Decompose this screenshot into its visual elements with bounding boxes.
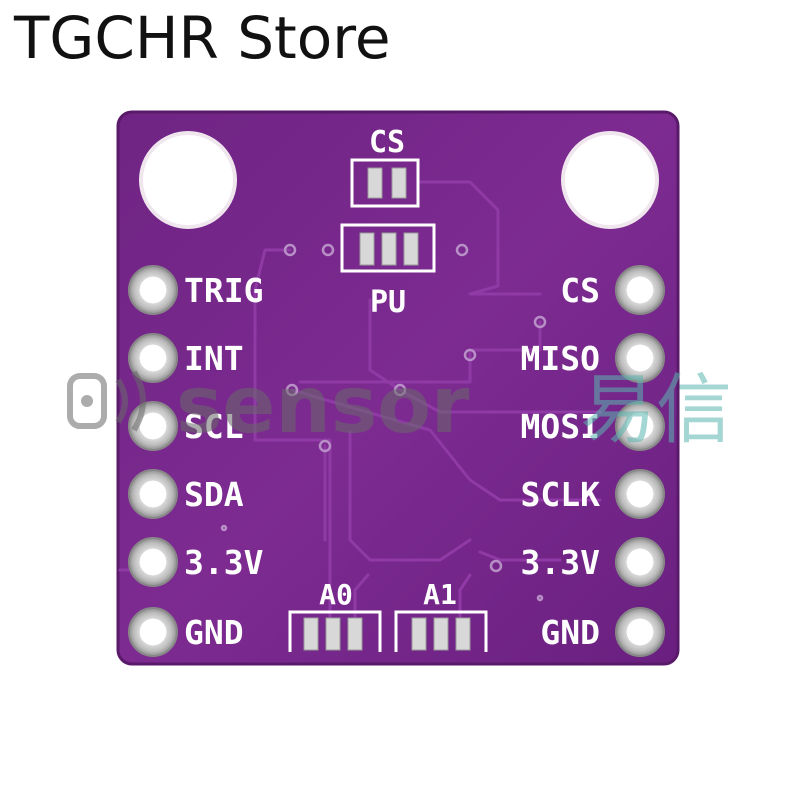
right-pin-label-0: CS	[560, 271, 600, 310]
left-pin-1	[128, 333, 178, 383]
mounting-hole-right	[561, 131, 659, 229]
store-title: TGCHR Store	[14, 4, 391, 72]
cs-jumper-pads	[350, 158, 420, 208]
pu-jumper-pads	[340, 223, 436, 273]
right-pin-label-2: MOSI	[521, 407, 600, 446]
a0-jumper-pads	[288, 610, 382, 652]
right-pin-label-1: MISO	[521, 339, 600, 378]
mounting-hole-left	[139, 131, 237, 229]
a1-jumper-label: A1	[423, 578, 457, 611]
right-pin-0	[615, 265, 665, 315]
right-pin-label-4: 3.3V	[521, 543, 600, 582]
right-pin-label-5: GND	[540, 613, 600, 652]
left-pin-label-2: SCL	[184, 407, 244, 446]
left-pin-label-5: GND	[184, 613, 244, 652]
left-pin-5	[128, 607, 178, 657]
a0-jumper-label: A0	[319, 578, 353, 611]
right-pin-label-3: SCLK	[521, 475, 601, 514]
watermark-text: sensor	[176, 361, 470, 451]
left-pin-label-0: TRIG	[184, 271, 263, 310]
cs-jumper-label: CS	[369, 125, 405, 160]
left-pin-3	[128, 469, 178, 519]
right-pin-2	[615, 401, 665, 451]
a1-jumper-pads	[394, 610, 488, 652]
left-pin-0	[128, 265, 178, 315]
left-pin-labels: TRIG INT SCL SDA 3.3V GND	[184, 271, 263, 652]
left-pin-4	[128, 537, 178, 587]
right-pin-4	[615, 537, 665, 587]
pu-jumper-label: PU	[370, 285, 406, 320]
left-pin-label-1: INT	[184, 339, 244, 378]
right-pin-5	[615, 607, 665, 657]
watermark-cjk: 易信	[580, 365, 732, 454]
pcb-traces	[118, 180, 602, 622]
left-pin-label-3: SDA	[184, 475, 244, 514]
left-pin-label-4: 3.3V	[184, 543, 263, 582]
watermark: sensor 易信	[67, 361, 732, 454]
right-header-pins	[615, 265, 665, 657]
pcb-vias	[220, 243, 547, 602]
right-pin-3	[615, 469, 665, 519]
right-pin-1	[615, 333, 665, 383]
right-pin-labels: CS MISO MOSI SCLK 3.3V GND	[521, 271, 601, 652]
